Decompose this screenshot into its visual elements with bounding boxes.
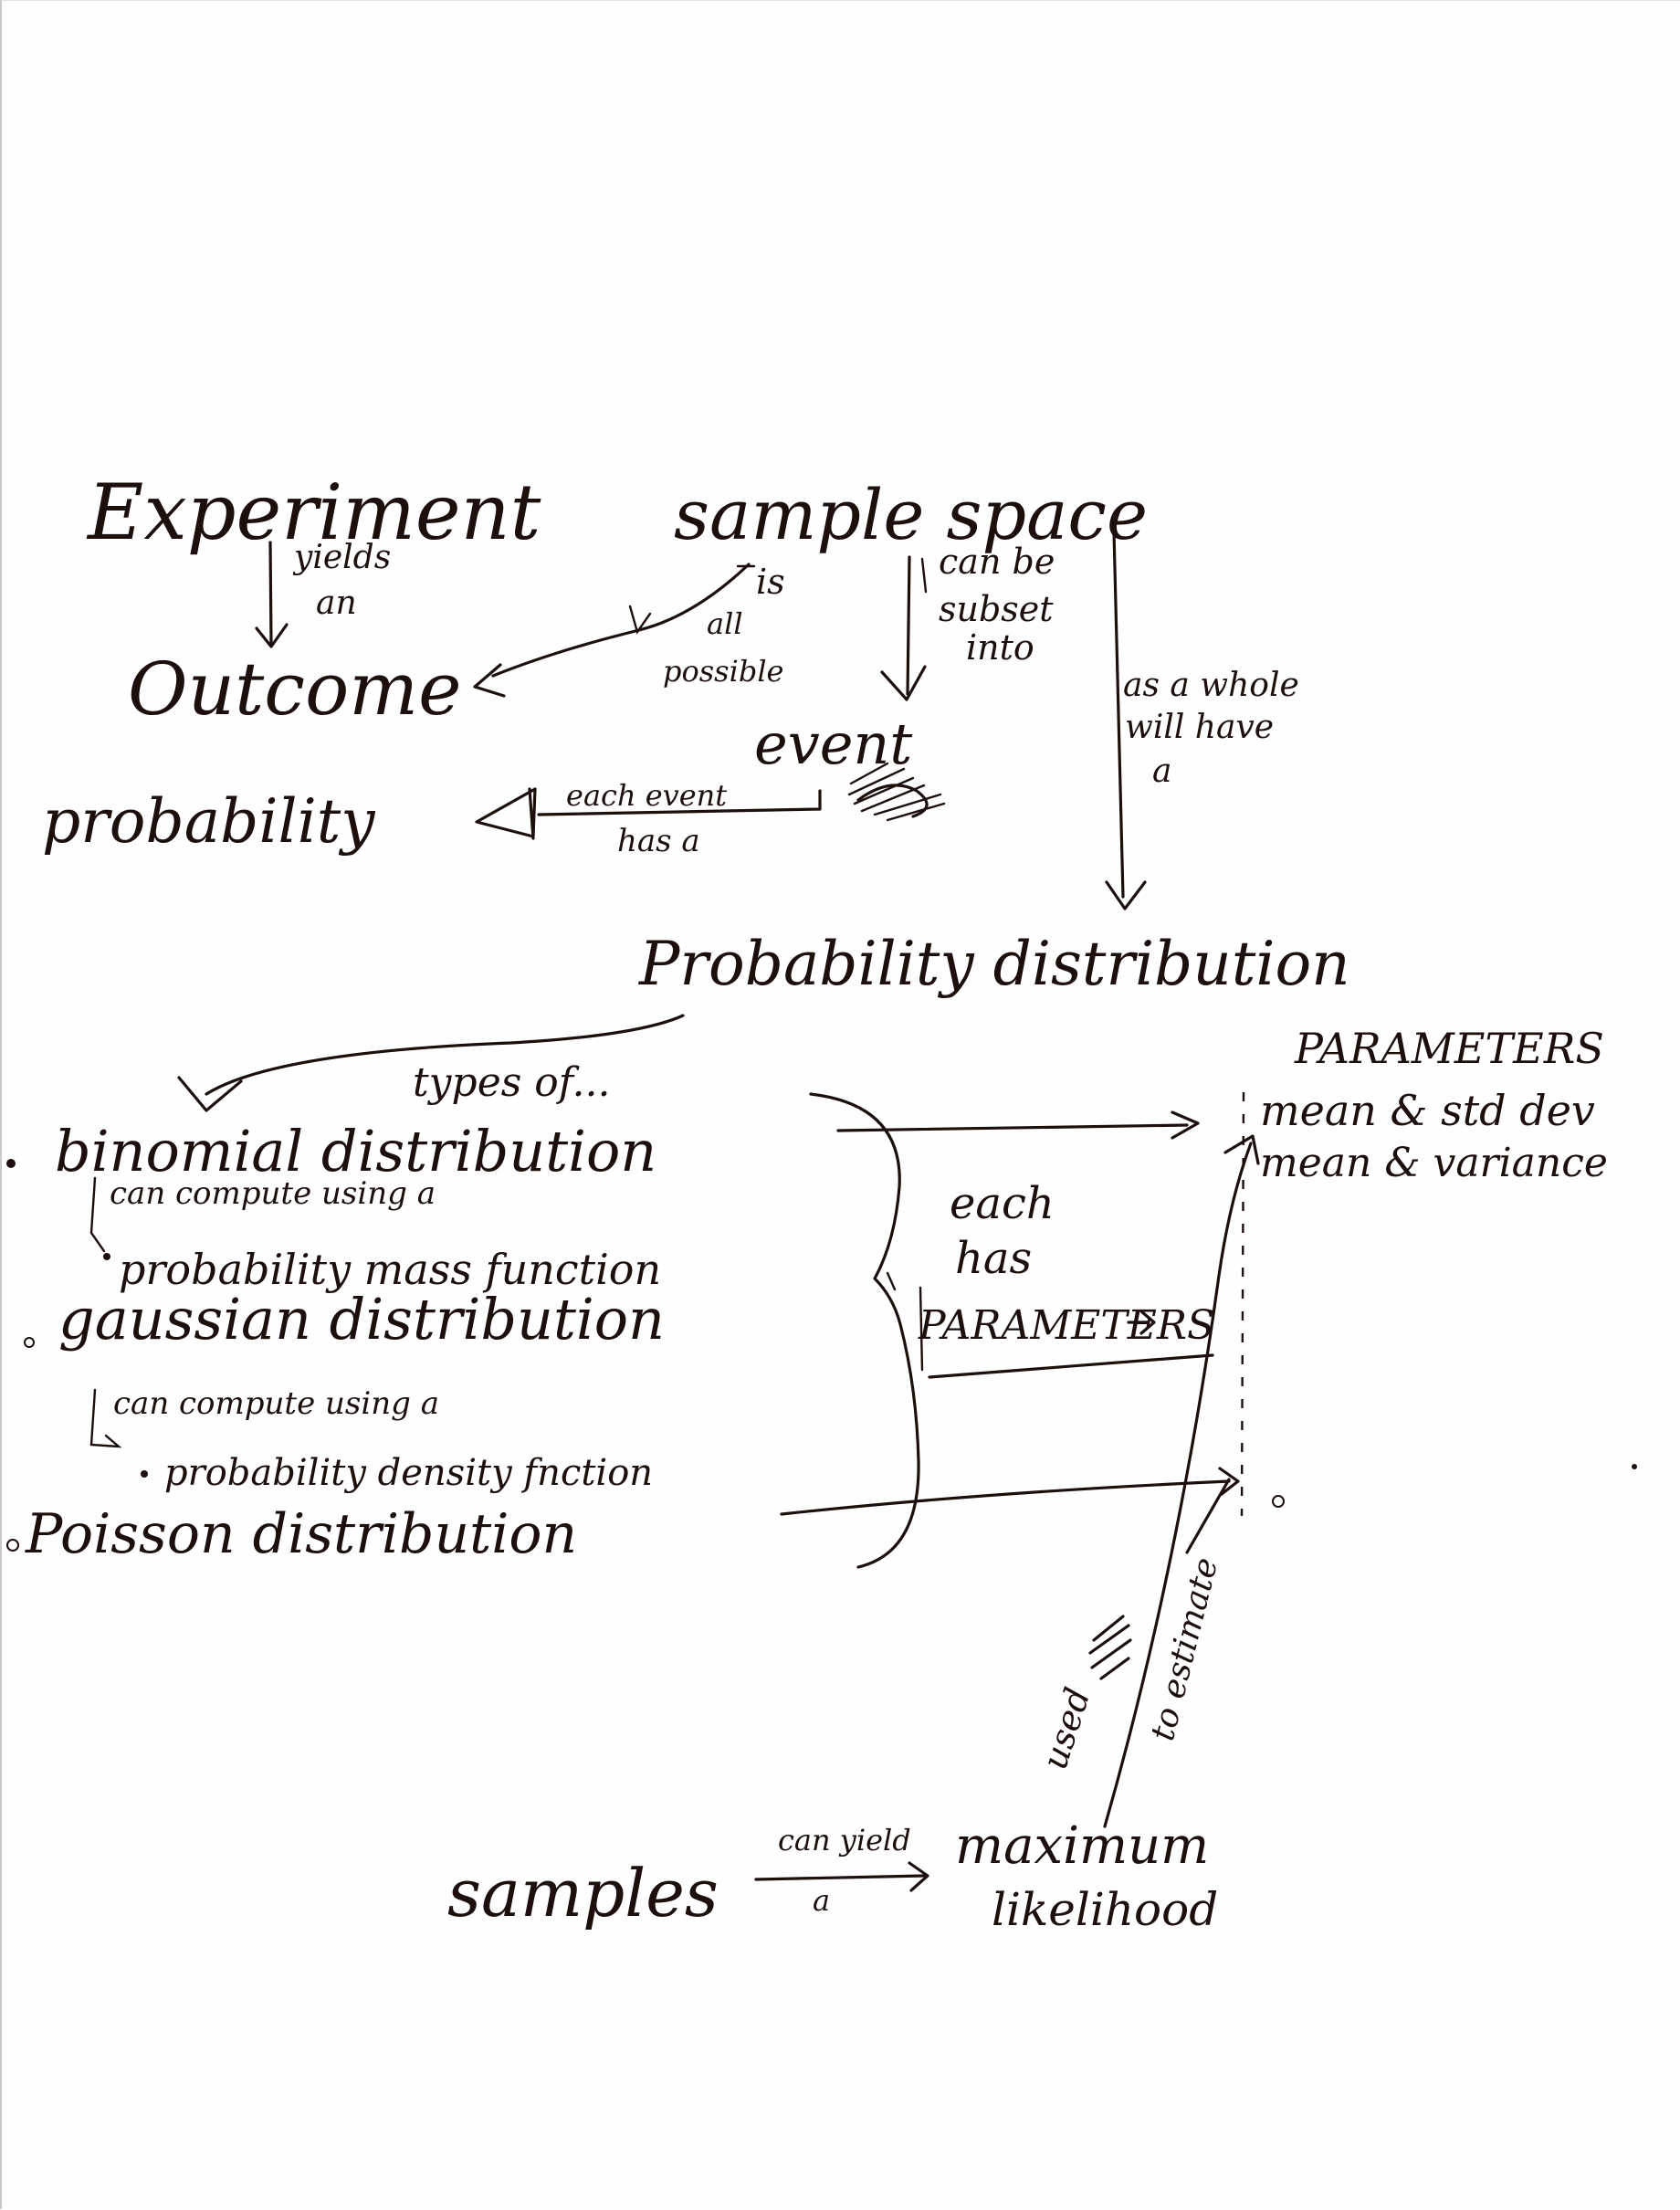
arrow-poisson-lambda xyxy=(780,1479,1231,1516)
bullet-poisson xyxy=(6,1539,19,1552)
label-has-a: has a xyxy=(617,823,700,859)
arrowhead-event xyxy=(880,665,927,701)
label-each: each xyxy=(950,1178,1055,1229)
label-subset: subset xyxy=(939,589,1054,629)
label-to-estimate: to estimate xyxy=(1144,1554,1225,1745)
arrowhead-outcome-top xyxy=(255,623,289,648)
underline-parameters xyxy=(928,1353,1214,1379)
param-mean-variance: mean & variance xyxy=(1260,1140,1608,1186)
label-a-whole: a xyxy=(1152,752,1171,790)
arrow-samplespace-event xyxy=(906,555,911,696)
bullet-gaussian xyxy=(24,1337,35,1348)
arrow-mle-lambda xyxy=(1185,1478,1231,1554)
label-a-samples: a xyxy=(813,1883,830,1918)
concept-samples: samples xyxy=(447,1855,719,1931)
arrowhead-mle-parameters xyxy=(1223,1134,1260,1165)
label-used: used xyxy=(1034,1683,1098,1774)
tick-can-be xyxy=(920,557,928,594)
concept-gaussian: gaussian distribution xyxy=(58,1286,665,1352)
bracket-binomial-pmf xyxy=(89,1176,106,1253)
label-parameters-brace: PARAMETERS xyxy=(918,1302,1214,1349)
arrowhead-samples-mle xyxy=(908,1861,929,1892)
label-can-compute-using-a-2: can compute using a xyxy=(113,1385,439,1422)
concept-poisson: Poisson distribution xyxy=(25,1502,577,1566)
bullet-lambda xyxy=(1272,1495,1285,1508)
arrow-event-probability xyxy=(537,789,822,816)
label-has: has xyxy=(955,1233,1032,1284)
label-can-yield: can yield xyxy=(778,1823,911,1857)
arrowhead-probability-bar xyxy=(528,787,535,840)
arrow-samplespace-distribution xyxy=(1112,530,1125,899)
bracket-parameters xyxy=(919,1286,924,1372)
label-can-be: can be xyxy=(939,542,1055,582)
arrow-experiment-outcome xyxy=(268,541,273,646)
bullet-pdf xyxy=(141,1470,148,1478)
concept-outcome: Outcome xyxy=(128,647,461,731)
arrowhead-types xyxy=(177,1076,243,1112)
concept-likelihood: likelihood xyxy=(992,1883,1218,1936)
ink-scribble-event xyxy=(847,762,946,822)
label-possible: possible xyxy=(663,654,783,689)
dashed-link-parameters xyxy=(1240,1091,1245,1517)
label-will-have: will have xyxy=(1125,709,1274,746)
bullet-pmf xyxy=(103,1253,110,1260)
concept-probability-distribution: Probability distribution xyxy=(638,929,1350,999)
label-can-compute-using-a: can compute using a xyxy=(110,1175,436,1212)
label-is: is xyxy=(756,562,785,602)
label-types-of: types of... xyxy=(413,1059,610,1106)
arrow-samples-mle xyxy=(754,1874,926,1881)
arrow-distribution-types xyxy=(205,1014,685,1096)
bullet-binomial xyxy=(6,1159,16,1168)
label-into: into xyxy=(966,627,1034,668)
heading-parameters: PARAMETERS xyxy=(1294,1024,1604,1073)
arrowhead-probability xyxy=(475,787,537,838)
concept-experiment: Experiment xyxy=(86,468,541,557)
arrowhead-parameters-right xyxy=(1139,1310,1156,1335)
label-an: an xyxy=(316,584,357,622)
arrowhead-distribution xyxy=(1105,880,1147,910)
bracket-gaussian-pdf xyxy=(89,1388,122,1448)
concept-binomial: binomial distribution xyxy=(55,1118,656,1184)
concept-event: event xyxy=(754,710,912,777)
arrow-is-extra xyxy=(628,605,652,635)
ink-scribble-used xyxy=(1088,1615,1132,1680)
concept-sample-space: sample space xyxy=(674,474,1148,555)
arrow-mle-parameters xyxy=(1103,1142,1253,1828)
stray-dot xyxy=(1632,1464,1637,1469)
brace-distributions xyxy=(809,1092,920,1569)
arrowhead-lambda xyxy=(1218,1467,1240,1496)
concept-probability: probability xyxy=(42,786,375,857)
arrow-binomial-params xyxy=(836,1123,1189,1132)
arrowhead-binomial-params xyxy=(1171,1110,1200,1140)
param-mean-std: mean & std dev xyxy=(1260,1086,1595,1135)
concept-pmf: probability mass function xyxy=(119,1245,661,1294)
arrowhead-outcome-right xyxy=(473,663,506,698)
label-yields: yields xyxy=(292,539,391,576)
label-all: all xyxy=(707,606,743,641)
label-as-a-whole: as a whole xyxy=(1123,667,1299,704)
brace-tick xyxy=(886,1271,897,1291)
label-each-event: each event xyxy=(566,778,727,813)
concept-maximum: maximum xyxy=(955,1816,1209,1876)
concept-pdf: probability density fnction xyxy=(164,1452,653,1494)
